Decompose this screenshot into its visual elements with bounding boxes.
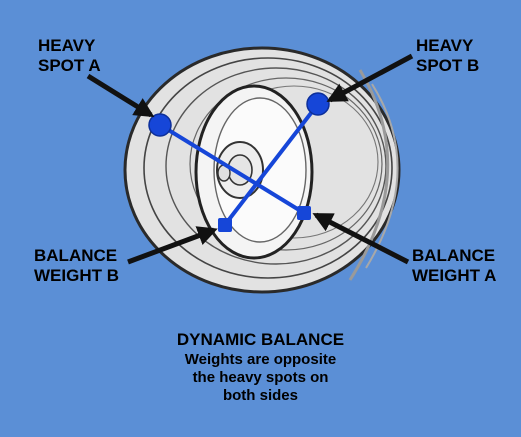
caption-title: DYNAMIC BALANCE — [176, 330, 345, 349]
label-balance-weight-a: BALANCE WEIGHT A — [412, 246, 497, 285]
balance-weight-a-marker — [297, 206, 311, 220]
label-heavy-spot-b: HEAVY SPOT B — [416, 36, 480, 75]
arrow-heavy-spot-a — [86, 73, 155, 118]
line-heavy-a-to-weight-a — [160, 124, 306, 215]
label-heavy-spot-a: HEAVY SPOT A — [38, 36, 101, 75]
heavy-spot-a-marker — [148, 113, 172, 137]
label-balance-weight-b: BALANCE WEIGHT B — [34, 246, 119, 285]
wheel-rim — [194, 84, 314, 260]
balance-weight-b-marker — [218, 218, 232, 232]
heavy-spot-b-marker — [306, 92, 330, 116]
caption-line-3: both sides — [222, 387, 298, 404]
caption-line-1: Weights are opposite — [184, 351, 337, 368]
arrow-heavy-spot-b — [326, 53, 414, 103]
arrow-balance-weight-b — [127, 226, 218, 265]
line-heavy-b-to-weight-b — [222, 102, 320, 228]
arrow-balance-weight-a — [312, 212, 410, 265]
caption-line-2: the heavy spots on — [192, 369, 329, 386]
